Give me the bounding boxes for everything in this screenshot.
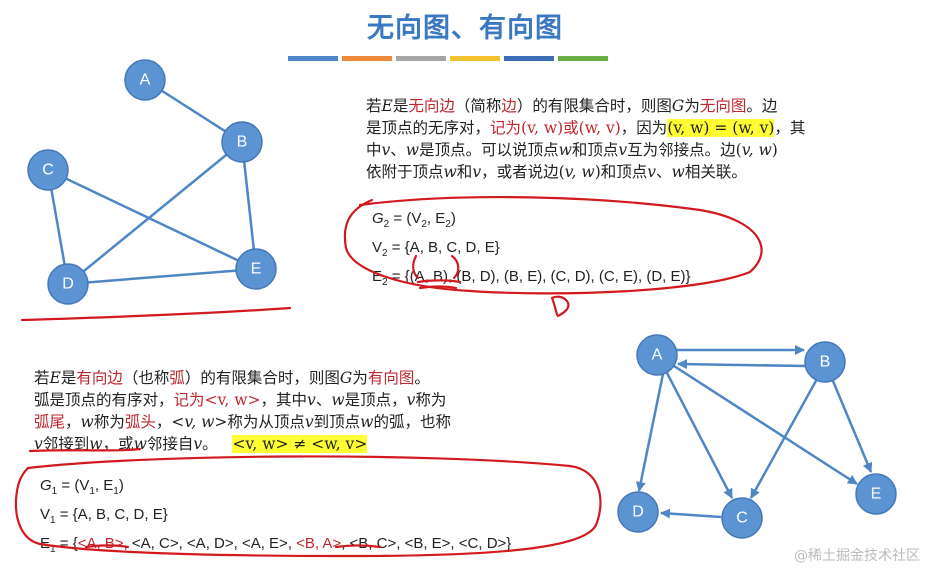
graph-node: D — [47, 263, 89, 305]
svg-text:B: B — [820, 354, 831, 371]
graph-node: C — [27, 149, 69, 191]
directed-definition: 若E是有向边（也称弧）的有限集合时，则图G为有向图。 弧是顶点的有序对，记为<v… — [34, 369, 451, 453]
graph-node: D — [617, 491, 659, 533]
svg-text:C: C — [736, 510, 748, 527]
g1-definition: G1 = (V1, E1) — [40, 477, 124, 497]
graph-node: C — [721, 497, 763, 539]
graph-node: A — [636, 334, 678, 376]
color-bar-segment — [450, 56, 500, 61]
color-bar-segment — [504, 56, 554, 61]
watermark: @稀土掘金技术社区 — [794, 548, 920, 564]
graph-node: B — [221, 121, 263, 163]
svg-text:A: A — [140, 72, 151, 89]
color-bar-segment — [288, 56, 338, 61]
color-bar-segment — [396, 56, 446, 61]
svg-text:D: D — [632, 504, 644, 521]
undirected-definition: 若E是无向边（简称边）的有限集合时，则图G为无向图。边 是顶点的无序对，记为(v… — [366, 97, 806, 181]
svg-text:E: E — [251, 261, 262, 278]
graph-node: E — [235, 248, 277, 290]
v1-definition: V1 = {A, B, C, D, E} — [40, 506, 168, 526]
page-title: 无向图、有向图 — [367, 13, 563, 44]
graph-node: A — [124, 59, 166, 101]
svg-text:E: E — [871, 486, 882, 503]
graph-node: B — [804, 341, 846, 383]
directed-set-notation: G1 = (V1, E1) V1 = {A, B, C, D, E} E1 = … — [40, 474, 511, 561]
e1-definition: E1 = {<A, B>, <A, C>, <A, D>, <A, E>, <B… — [40, 535, 512, 555]
svg-text:C: C — [42, 162, 54, 179]
svg-text:A: A — [652, 347, 663, 364]
svg-text:B: B — [237, 134, 248, 151]
color-bar-segment — [558, 56, 608, 61]
graph-node: E — [855, 473, 897, 515]
svg-text:D: D — [62, 276, 74, 293]
color-bar-segment — [342, 56, 392, 61]
